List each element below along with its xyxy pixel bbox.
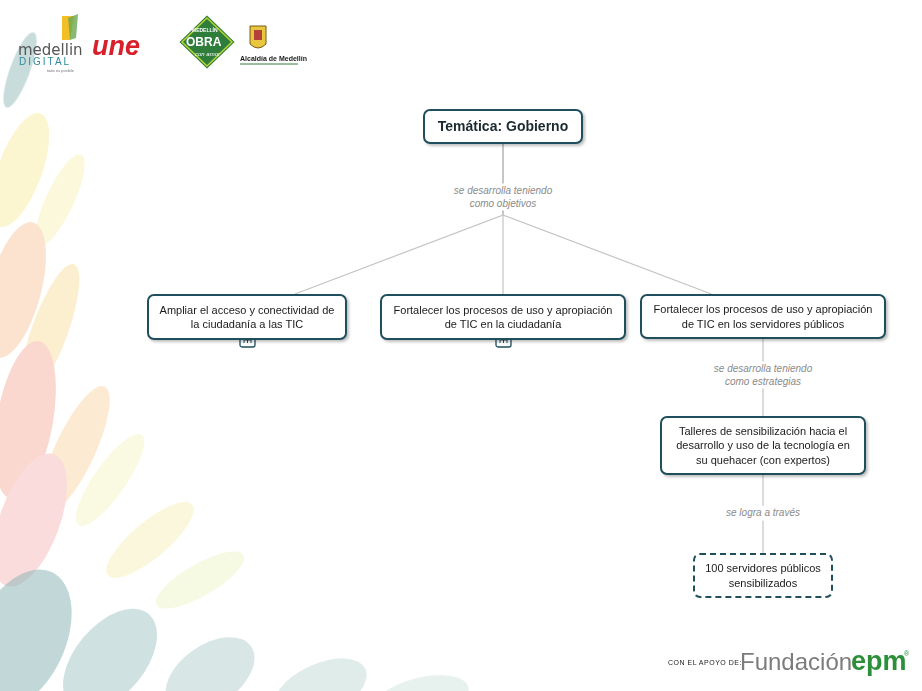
decorative-ovals — [0, 106, 251, 619]
concept-box: Fortalecer los procesos de uso y apropia… — [380, 294, 626, 340]
oval — [149, 541, 252, 619]
result-box: 100 servidores públicos sensibilizados — [693, 553, 833, 598]
logo-text: todo es posible — [47, 69, 74, 73]
logo-text: epm — [851, 648, 907, 675]
node-text: Talleres de sensibilización hacia el des… — [670, 424, 856, 467]
shield-symbol — [250, 26, 266, 48]
link-phrase: se desarrolla teniendo como objetivos — [440, 184, 566, 211]
concept-box: Fortalecer los procesos de uso y apropia… — [640, 294, 886, 339]
logo-text: MEDELLÍN — [192, 28, 218, 33]
shield-detail — [254, 30, 262, 40]
logo-text: con amor — [195, 51, 220, 57]
logo-text: une — [92, 33, 140, 60]
obra-diamond-inner — [182, 18, 232, 66]
node-text: 100 servidores públicos sensibilizados — [703, 561, 823, 590]
link-phrase: se desarrolla teniendo como estrategias — [700, 362, 826, 389]
logo-text: OBRA — [186, 36, 221, 48]
node-text: Fortalecer los procesos de uso y apropia… — [390, 303, 616, 332]
node-text: Temática: Gobierno — [438, 117, 568, 135]
connector-line — [295, 144, 503, 294]
oval — [264, 645, 377, 691]
link-phrase: se logra a través — [700, 506, 826, 521]
oval — [0, 29, 43, 111]
logo-mark — [68, 14, 78, 40]
oval — [45, 592, 176, 691]
logo-rule — [240, 64, 298, 65]
concept-box: Ampliar el acceso y conectividad de la c… — [147, 294, 347, 340]
logo-text: Fundación — [740, 650, 852, 674]
concept-box: Talleres de sensibilización hacia el des… — [660, 416, 866, 475]
logo-text: DIGITAL — [19, 57, 71, 67]
logo-text: medellin — [18, 43, 83, 58]
oval — [366, 666, 474, 691]
oval — [152, 622, 268, 691]
logo-text: ® — [904, 650, 909, 657]
node-text: Ampliar el acceso y conectividad de la c… — [157, 303, 337, 332]
logo-text: Alcaldía de Medellín — [240, 55, 307, 62]
topic-box: Temática: Gobierno — [423, 109, 583, 144]
connector-line — [503, 144, 711, 294]
obra-diamond — [178, 14, 236, 70]
oval — [65, 426, 154, 534]
node-text: Fortalecer los procesos de uso y apropia… — [650, 302, 876, 331]
logo-text: CON EL APOYO DE: — [668, 659, 742, 666]
teal-ovals — [0, 29, 474, 691]
